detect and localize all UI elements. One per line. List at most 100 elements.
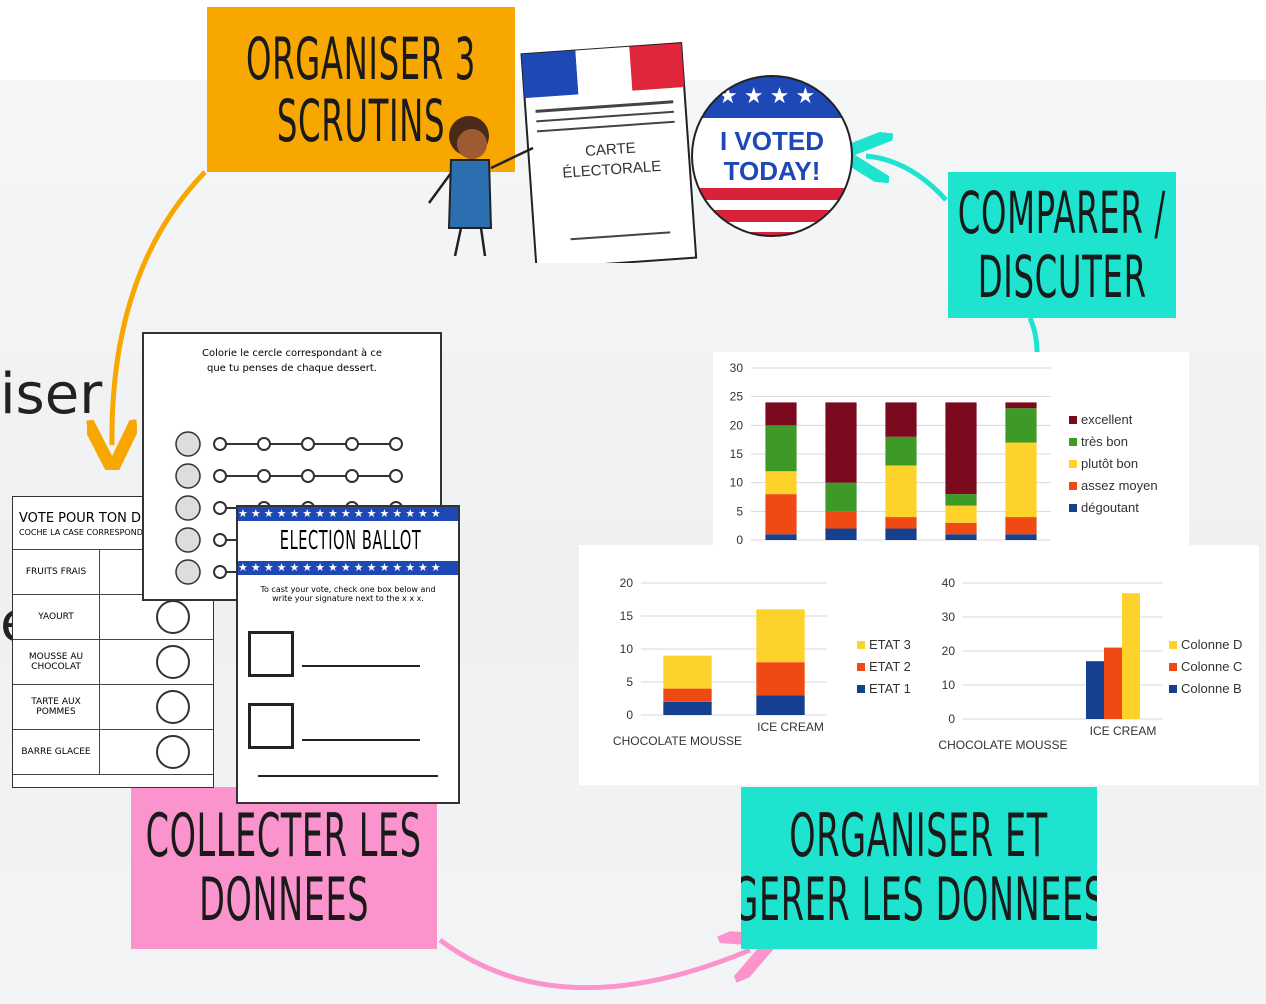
x-tick-label: CHOCOLATE MOUSSE <box>938 738 1067 752</box>
y-tick-label: 0 <box>948 712 955 726</box>
x-tick-label: CHOCOLATE MOUSSE <box>613 734 742 748</box>
y-tick-label: 5 <box>736 504 743 518</box>
step-organize-data: ORGANISER ET GERER LES DONNEES <box>741 787 1097 949</box>
bar-segment <box>945 505 977 523</box>
step-organize-votes: ORGANISER 3 SCRUTINS <box>207 7 515 172</box>
arrow-to-collect <box>112 170 207 445</box>
step-organize-data-line1: ORGANISER ET <box>789 801 1049 871</box>
rating-circle <box>257 469 271 483</box>
vote-sheet-row-label: YAOURT <box>13 595 100 639</box>
legend-swatch <box>1169 685 1177 693</box>
legend-swatch <box>857 685 865 693</box>
legend-label: plutôt bon <box>1081 456 1138 471</box>
vote-sheet-row: BARRE GLACEE <box>13 730 213 775</box>
vote-sheet-row: MOUSSE AU CHOCOLAT <box>13 640 213 685</box>
rating-circle <box>345 469 359 483</box>
y-tick-label: 0 <box>626 708 633 722</box>
bar <box>1104 647 1122 719</box>
ballot-checkbox-2 <box>248 703 294 749</box>
step-collect-line1: COLLECTER LES <box>145 801 423 871</box>
election-ballot: ★★★★★★★★★★★★★★★★ ELECTION BALLOT ★★★★★★★… <box>236 505 460 804</box>
bar-segment <box>765 494 797 535</box>
y-tick-label: 20 <box>620 576 634 590</box>
rating-circle <box>213 501 227 515</box>
step-collect: COLLECTER LES DONNEES <box>131 787 437 949</box>
bar-segment <box>885 436 917 466</box>
step-compare: COMPARER / DISCUTER <box>948 172 1176 318</box>
voter-card-illustration: CARTE ÉLECTORALE <box>427 42 698 263</box>
rating-circle <box>301 437 315 451</box>
legend-swatch <box>1069 460 1077 468</box>
bar-segment <box>945 534 977 540</box>
y-tick-label: 10 <box>620 642 634 656</box>
y-tick-label: 20 <box>730 418 744 432</box>
y-tick-label: 30 <box>730 361 744 375</box>
bar-segment <box>1005 534 1037 540</box>
legend-swatch <box>1169 641 1177 649</box>
bar-segment <box>765 425 797 472</box>
bar-segment <box>825 402 857 483</box>
legend-label: Colonne C <box>1181 659 1242 674</box>
vote-sheet-row-checkcircle <box>156 735 190 769</box>
legend-label: Colonne D <box>1181 637 1242 652</box>
vote-sheet-row-checkcircle <box>156 690 190 724</box>
rating-circle <box>213 565 227 579</box>
chart-desserts: 051015202530tartemoussefruitBarreyaourte… <box>730 361 1158 561</box>
y-tick-label: 0 <box>736 533 743 547</box>
i-voted-badge: ★ ★ ★ ★ I VOTED TODAY! <box>691 75 853 237</box>
badge-line1: I VOTED <box>720 126 824 156</box>
rating-circle <box>389 437 403 451</box>
ballot-instructions-2: write your signature next to the x x x. <box>272 594 424 603</box>
ballot-checkbox-1 <box>248 631 294 677</box>
ballot-instructions-1: To cast your vote, check one box below a… <box>260 585 436 594</box>
bar-segment <box>885 517 917 529</box>
bar-segment <box>945 522 977 535</box>
step-collect-line2: DONNEES <box>198 865 370 935</box>
bar-segment <box>765 402 797 426</box>
y-tick-label: 10 <box>942 678 956 692</box>
dessert-icon <box>175 559 201 585</box>
legend-label: dégoutant <box>1081 500 1139 515</box>
voter-card-title-1: CARTE <box>585 140 637 160</box>
ballot-signature-line-1 <box>302 665 420 667</box>
rating-circle <box>345 437 359 451</box>
chart-panel-desserts: 051015202530tartemoussefruitBarreyaourte… <box>713 352 1189 572</box>
legend-swatch <box>857 663 865 671</box>
bar-segment <box>663 655 712 689</box>
vote-sheet-row: TARTE AUX POMMES <box>13 685 213 730</box>
y-tick-label: 15 <box>620 609 634 623</box>
vote-sheet-row-checkcircle <box>156 600 190 634</box>
bar-segment <box>1005 408 1037 443</box>
y-tick-label: 15 <box>730 447 744 461</box>
bar-segment <box>756 695 805 715</box>
vote-sheet-row-label: MOUSSE AU CHOCOLAT <box>13 640 100 684</box>
vote-sheet-subtitle: COCHE LA CASE CORRESPONDANT A <box>19 528 168 537</box>
worksheet-instruction-2: que tu penses de chaque dessert. <box>207 363 377 374</box>
y-tick-label: 40 <box>942 576 956 590</box>
legend-swatch <box>1069 482 1077 490</box>
legend-swatch <box>1069 416 1077 424</box>
bar-segment <box>1005 402 1037 409</box>
bar-segment <box>1005 517 1037 535</box>
vote-sheet-row-label: BARRE GLACEE <box>13 730 100 774</box>
cutoff-text-1: iser <box>0 362 103 427</box>
worksheet-instruction-1: Colorie le cercle correspondant à ce <box>202 348 382 359</box>
rating-circle <box>389 469 403 483</box>
ballot-star-band-top: ★★★★★★★★★★★★★★★★ <box>238 507 458 521</box>
step-compare-line2: DISCUTER <box>977 243 1147 311</box>
legend-label: assez moyen <box>1081 478 1158 493</box>
legend-label: très bon <box>1081 434 1128 449</box>
legend-swatch <box>1169 663 1177 671</box>
legend-swatch <box>857 641 865 649</box>
bar-segment <box>885 402 917 437</box>
bar-segment <box>885 528 917 540</box>
legend-label: excellent <box>1081 412 1133 427</box>
bar-segment <box>825 528 857 540</box>
bar-segment <box>756 609 805 663</box>
vote-sheet-title: VOTE POUR TON DESSE <box>19 511 174 526</box>
voter-card-title-2: ÉLECTORALE <box>562 158 662 182</box>
